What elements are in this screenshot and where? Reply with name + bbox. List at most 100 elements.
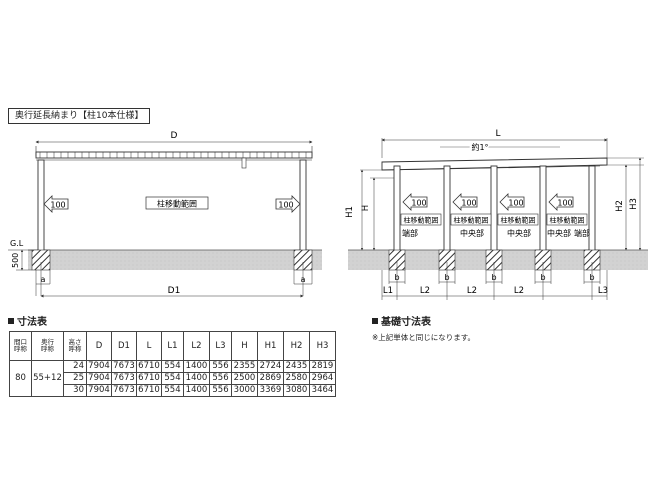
header-depth: 奥行呼称 [31, 331, 64, 361]
header-L: L [136, 331, 162, 361]
cell: 2580 [283, 372, 310, 385]
move-arrow-label: 100 [411, 199, 426, 208]
move-arrow-icon [548, 193, 574, 211]
move-range-label: 柱移動範囲 [550, 216, 585, 225]
header-frontage: 間口呼称 [9, 331, 32, 361]
zone-label: 端部 [574, 228, 590, 238]
zone-label: 中央部 [460, 228, 484, 238]
cell: 6710 [136, 372, 162, 385]
cell: 1400 [183, 384, 210, 397]
side-move-range: 柱移動範囲 [157, 199, 197, 209]
header-L3: L3 [209, 331, 232, 361]
cell: 2819 [309, 360, 336, 373]
move-arrow-icon [499, 193, 525, 211]
side-arrow-left [43, 195, 69, 213]
header-D1: D1 [111, 331, 137, 361]
cell: 7673 [111, 360, 137, 373]
table-header-row: 間口呼称 奥行呼称 高さ呼称 D D1 L L1 L2 L3 H H1 H2 H… [9, 331, 336, 361]
front-post [539, 165, 547, 253]
dimension-table-title-text: 寸法表 [17, 317, 47, 328]
foundation-table-title: 基礎寸法表 [372, 313, 431, 328]
move-arrow-icon [452, 193, 478, 211]
range-group: 100 柱移動範囲 [546, 193, 588, 226]
table-row: 25 7904 7673 6710 554 1400 556 2500 2869… [10, 372, 336, 385]
move-range-label: 柱移動範囲 [454, 216, 489, 225]
side-arrow-left-label: 100 [50, 201, 65, 210]
move-range-label: 柱移動範囲 [501, 216, 536, 225]
move-arrow-label: 100 [557, 199, 572, 208]
front-post [393, 165, 401, 253]
dim-H1: H1 [345, 206, 355, 218]
move-arrow-label: 100 [461, 199, 476, 208]
foundation-title-text: 基礎寸法表 [381, 317, 431, 328]
dim-L-segment: L3 [598, 286, 608, 296]
dim-L-segment: L2 [467, 286, 477, 296]
dim-L-segment: L2 [514, 286, 524, 296]
dim-b: b [491, 273, 496, 282]
cell: 25 [63, 372, 87, 385]
dim-b: b [540, 273, 545, 282]
front-post [490, 165, 498, 253]
front-post [443, 165, 451, 253]
dim-b: b [444, 273, 449, 282]
dim-a-left: a [41, 275, 46, 284]
range-group: 100 柱移動範囲 [400, 193, 442, 226]
header-H: H [231, 331, 258, 361]
cell: 3369 [257, 384, 284, 397]
cell: 2964 [309, 372, 336, 385]
range-group: 100 柱移動範囲 [450, 193, 492, 226]
cell: 1400 [183, 372, 210, 385]
cell: 2435 [283, 360, 310, 373]
square-bullet-icon [372, 318, 378, 324]
cell: 3000 [231, 384, 258, 397]
dim-D: D [171, 131, 178, 141]
cell: 554 [161, 384, 184, 397]
dim-H3: H3 [629, 198, 639, 210]
header-H1: H1 [257, 331, 284, 361]
cell: 3080 [283, 384, 310, 397]
cell: 30 [63, 384, 87, 397]
cell: 556 [209, 384, 232, 397]
cell: 556 [209, 372, 232, 385]
side-post-left [37, 159, 45, 253]
side-roof [35, 151, 313, 159]
zone-label: 端部 [402, 228, 418, 238]
dim-a-right: a [301, 275, 306, 284]
side-view: D G.L 500 100 100 柱移動範囲 [8, 131, 322, 298]
front-view: L 約1° 100柱移動範囲100柱移動範囲100柱移動範囲100柱移動範囲端部… [345, 129, 648, 300]
cell-depth: 55+12 [31, 360, 64, 397]
cell: 2869 [257, 372, 284, 385]
dim-L-segment: L2 [420, 286, 430, 296]
cell: 24 [63, 360, 87, 373]
dimension-table-title: 寸法表 [8, 313, 47, 328]
header-L2: L2 [183, 331, 210, 361]
gl-label: G.L [10, 239, 24, 248]
cell: 1400 [183, 360, 210, 373]
dimension-table: 間口呼称 奥行呼称 高さ呼称 D D1 L L1 L2 L3 H H1 H2 H… [9, 331, 336, 397]
front-post [588, 165, 596, 253]
move-range-label: 柱移動範囲 [404, 216, 439, 225]
header-D: D [86, 331, 112, 361]
cell-frontage: 80 [9, 360, 32, 397]
cell: 3464 [309, 384, 336, 397]
header-height: 高さ呼称 [63, 331, 87, 361]
cell: 6710 [136, 384, 162, 397]
technical-drawing: D G.L 500 100 100 柱移動範囲 [8, 129, 648, 300]
dim-b: b [589, 273, 594, 282]
zone-label: 中央部 [547, 228, 571, 238]
cell: 7904 [86, 372, 112, 385]
cell: 556 [209, 360, 232, 373]
side-arrow-right [275, 195, 301, 213]
ground-band-left [28, 250, 322, 270]
side-post-right [299, 159, 307, 253]
cell: 6710 [136, 360, 162, 373]
cell: 7673 [111, 384, 137, 397]
zone-label: 中央部 [507, 228, 531, 238]
table-row: 30 7904 7673 6710 554 1400 556 3000 3369… [10, 384, 336, 397]
dim-D1: D1 [168, 286, 181, 296]
drawing-title: 奥行延長納まり【柱10本仕様】 [8, 108, 151, 124]
cell: 554 [161, 372, 184, 385]
header-H3: H3 [309, 331, 336, 361]
side-arrow-right-label: 100 [278, 201, 293, 210]
